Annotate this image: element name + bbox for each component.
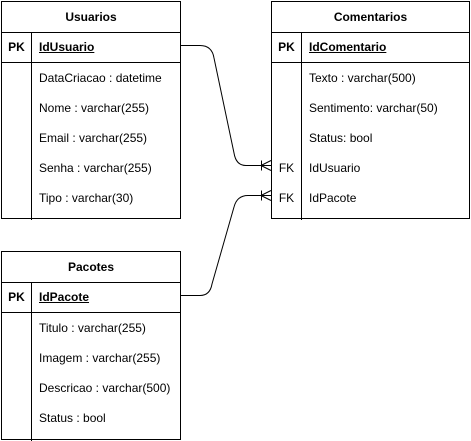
key-column-divider: [31, 313, 32, 441]
pacotes-comentarios-relation[interactable]: [181, 190, 272, 296]
pk-field-name: IdPacote: [39, 290, 90, 304]
attr-name: Status: bool: [309, 131, 373, 145]
primary-key-row: PK IdComentario: [272, 33, 469, 63]
attr-name: Email : varchar(255): [39, 131, 148, 145]
key-column-divider: [31, 63, 32, 220]
attribute-row: Descricao : varchar(500): [2, 373, 180, 403]
pk-label: PK: [272, 33, 302, 62]
attribute-row: Sentimento: varchar(50): [272, 93, 469, 123]
primary-key-row: PK IdUsuario: [2, 33, 180, 63]
attribute-list: Texto : varchar(500) Sentimento: varchar…: [272, 63, 469, 220]
fk-attribute-row: FK IdPacote: [272, 183, 469, 213]
attr-name: Descricao : varchar(500): [39, 381, 171, 395]
entity-pacotes[interactable]: Pacotes PK IdPacote Titulo : varchar(255…: [1, 251, 181, 441]
attribute-list: Titulo : varchar(255) Imagem : varchar(2…: [2, 313, 180, 441]
attr-name: IdPacote: [309, 191, 357, 205]
attribute-row: Imagem : varchar(255): [2, 343, 180, 373]
attribute-row: Email : varchar(255): [2, 123, 180, 153]
attribute-row: Senha : varchar(255): [2, 153, 180, 183]
attr-name: Sentimento: varchar(50): [309, 101, 438, 115]
attr-name: IdUsuario: [309, 161, 361, 175]
attribute-row: Tipo : varchar(30): [2, 183, 180, 213]
fk-attribute-row: FK IdUsuario: [272, 153, 469, 183]
crows-foot-prong: [260, 190, 272, 196]
attribute-row: Status : bool: [2, 403, 180, 433]
crows-foot-prong: [260, 165, 272, 171]
entity-title: Comentarios: [272, 2, 469, 33]
crows-foot-prong: [260, 160, 272, 166]
entity-title: Pacotes: [2, 252, 180, 283]
attr-name: Imagem : varchar(255): [39, 351, 161, 365]
pk-field-name: IdUsuario: [39, 40, 95, 54]
primary-key-row: PK IdPacote: [2, 283, 180, 313]
connector-line: [181, 45, 271, 166]
attr-name: Senha : varchar(255): [39, 161, 152, 175]
attr-name: Titulo : varchar(255): [39, 321, 146, 335]
attr-name: Nome : varchar(255): [39, 101, 150, 115]
fk-label: FK: [278, 191, 295, 205]
entity-comentarios[interactable]: Comentarios PK IdComentario Texto : varc…: [271, 1, 470, 220]
pk-field-name: IdComentario: [309, 40, 387, 54]
attribute-row: Nome : varchar(255): [2, 93, 180, 123]
entity-title: Usuarios: [2, 2, 180, 33]
usuarios-comentarios-relation[interactable]: [181, 45, 272, 171]
key-column-divider: [301, 63, 302, 220]
connector-line: [181, 195, 271, 296]
pk-label: PK: [2, 283, 32, 312]
attr-name: Texto : varchar(500): [309, 71, 416, 85]
attribute-row: Status: bool: [272, 123, 469, 153]
attribute-list: DataCriacao : datetime Nome : varchar(25…: [2, 63, 180, 220]
attr-name: Status : bool: [39, 411, 106, 425]
attribute-row: DataCriacao : datetime: [2, 63, 180, 93]
pk-label: PK: [2, 33, 32, 62]
attribute-row: Texto : varchar(500): [272, 63, 469, 93]
crows-foot-prong: [260, 195, 272, 201]
attribute-row: Titulo : varchar(255): [2, 313, 180, 343]
attr-name: DataCriacao : datetime: [39, 71, 162, 85]
attr-name: Tipo : varchar(30): [39, 191, 134, 205]
fk-label: FK: [278, 161, 295, 175]
entity-usuarios[interactable]: Usuarios PK IdUsuario DataCriacao : date…: [1, 1, 181, 220]
